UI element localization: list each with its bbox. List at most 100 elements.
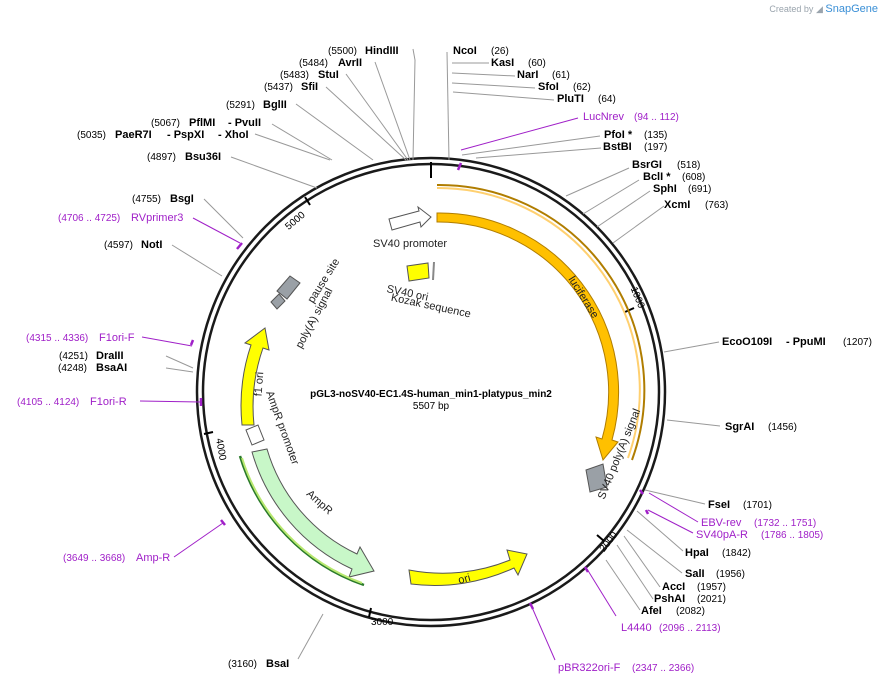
tick-marks — [203, 196, 635, 618]
luciferase-outer-track — [436, 183, 646, 461]
enzyme-pos-bglii: (5291) — [226, 100, 255, 111]
enzyme-pos-bsai: (3160) — [228, 659, 257, 670]
enzyme-name-hindiii[interactable]: HindIII — [365, 45, 399, 57]
ori-label: ori — [457, 572, 472, 587]
enzyme-name-stui[interactable]: StuI — [318, 69, 339, 81]
enzyme-pos-pshai: (2021) — [697, 594, 726, 605]
sv40-promoter-label: SV40 promoter — [373, 238, 447, 250]
enzyme-name-xcmi[interactable]: XcmI — [664, 199, 690, 211]
enzyme-pos-draiii: (4251) — [59, 351, 88, 362]
ampr-outer-halo — [241, 457, 363, 584]
enzyme-name-pspxi[interactable]: - PspXI — [167, 129, 204, 141]
primer-leader-lines — [139, 117, 699, 661]
enzyme-leader-lines — [165, 48, 721, 660]
enzyme-pos-hpai: (1842) — [722, 548, 751, 559]
enzyme-name-kasi[interactable]: KasI — [491, 57, 514, 69]
created-by-text: Created by — [769, 4, 814, 14]
tick-label-5000: 5000 — [283, 210, 307, 233]
ori-feature[interactable] — [408, 549, 528, 586]
enzyme-name-ppumi[interactable]: - PpuMI — [786, 336, 826, 348]
enzyme-pos-bsaai: (4248) — [58, 363, 87, 374]
plasmid-name: pGL3-noSV40-EC1.4S-human_min1-platypus_m… — [310, 389, 552, 400]
enzyme-name-pvuii[interactable]: - PvuII — [228, 117, 261, 129]
enzyme-name-draiii[interactable]: DraIII — [96, 350, 124, 362]
enzyme-name-pfoi[interactable]: PfoI * — [604, 129, 633, 141]
enzyme-name-bsu36i[interactable]: Bsu36I — [185, 151, 221, 163]
enzyme-name-bsrgi[interactable]: BsrGI — [632, 159, 662, 171]
enzyme-pos-kasi: (60) — [528, 58, 546, 69]
primer-range-f1ori-r: (4105 .. 4124) — [17, 397, 79, 408]
enzyme-pos-pflmi: (5067) — [151, 118, 180, 129]
enzyme-name-paer7i[interactable]: PaeR7I — [115, 129, 152, 141]
enzyme-name-xhoi[interactable]: - XhoI — [218, 129, 249, 141]
primer-name-amp-r[interactable]: Amp-R — [136, 552, 170, 564]
enzyme-name-sgrai[interactable]: SgrAI — [725, 421, 754, 433]
tick-label-3000: 3000 — [371, 617, 394, 628]
snapgene-logo-icon: ◢ — [815, 4, 823, 14]
primer-name-lucnrev[interactable]: LucNrev — [583, 111, 624, 123]
ampr-promoter-feature[interactable] — [245, 424, 265, 446]
primer-range-ebv-rev: (1732 .. 1751) — [754, 518, 816, 529]
luciferase-label: luciferase — [566, 274, 601, 320]
backbone-outer — [195, 156, 667, 628]
primer-name-ebv-rev[interactable]: EBV-rev — [701, 517, 742, 529]
enzyme-pos-noti: (4597) — [104, 240, 133, 251]
ampr-outer-track — [238, 455, 365, 587]
ampr-label: AmpR — [304, 488, 335, 517]
primer-name-rvprimer3[interactable]: RVprimer3 — [131, 212, 183, 224]
primer-name-f1ori-r[interactable]: F1ori-R — [90, 396, 127, 408]
primer-marks — [189, 162, 650, 610]
polya-signal-feature[interactable] — [270, 293, 286, 310]
enzyme-pos-afei: (2082) — [676, 606, 705, 617]
primer-name-f1ori-f[interactable]: F1ori-F — [99, 332, 135, 344]
enzyme-pos-avrii: (5484) — [299, 58, 328, 69]
enzyme-pos-stui: (5483) — [280, 70, 309, 81]
enzyme-pos-sfii: (5437) — [264, 82, 293, 93]
enzyme-name-sfoi[interactable]: SfoI — [538, 81, 559, 93]
enzyme-name-hpai[interactable]: HpaI — [685, 547, 709, 559]
primer-range-rvprimer3: (4706 .. 4725) — [58, 213, 120, 224]
enzyme-name-sphi[interactable]: SphI — [653, 183, 677, 195]
pause-site-feature[interactable] — [276, 275, 301, 300]
enzyme-name-nari[interactable]: NarI — [517, 69, 538, 81]
f1-ori-label: f1 ori — [253, 372, 267, 397]
enzyme-name-sali[interactable]: SalI — [685, 568, 705, 580]
enzyme-pos-xcmi: (763) — [705, 200, 728, 211]
primer-name-sv40pa-r[interactable]: SV40pA-R — [696, 529, 748, 541]
enzyme-name-bstbi[interactable]: BstBI — [603, 141, 632, 153]
enzyme-name-avrii[interactable]: AvrII — [338, 57, 362, 69]
enzyme-name-acci[interactable]: AccI — [662, 581, 685, 593]
sv40-polya-feature[interactable] — [585, 463, 608, 493]
enzyme-name-ncoi[interactable]: NcoI — [453, 45, 477, 57]
enzyme-pos-fsei: (1701) — [743, 500, 772, 511]
enzyme-pos-bcli: (608) — [682, 172, 705, 183]
enzyme-pos-paer7i: (5035) — [77, 130, 106, 141]
tick-label-1000: 1000 — [628, 285, 647, 310]
tick-label-4000: 4000 — [213, 437, 228, 461]
enzyme-name-bcli[interactable]: BclI * — [643, 171, 671, 183]
enzyme-name-fsei[interactable]: FseI — [708, 499, 730, 511]
enzyme-name-ecoo109i[interactable]: EcoO109I — [722, 336, 772, 348]
enzyme-name-bsgi[interactable]: BsgI — [170, 193, 194, 205]
enzyme-pos-bsu36i: (4897) — [147, 152, 176, 163]
f1-ori-feature[interactable] — [240, 327, 270, 426]
primer-range-pbr322ori-f: (2347 .. 2366) — [632, 663, 694, 674]
kozak-feature — [432, 261, 435, 281]
enzyme-name-bsai[interactable]: BsaI — [266, 658, 289, 670]
enzyme-name-pluti[interactable]: PluTI — [557, 93, 584, 105]
enzyme-name-pflmi[interactable]: PflMI — [189, 117, 215, 129]
sv40-ori-feature[interactable] — [406, 262, 430, 282]
primer-range-l4440: (2096 .. 2113) — [659, 623, 721, 634]
enzyme-name-sfii[interactable]: SfiI — [301, 81, 318, 93]
sv40-promoter-feature[interactable] — [388, 205, 432, 231]
primer-name-l4440[interactable]: L4440 — [621, 622, 652, 634]
primer-range-sv40pa-r: (1786 .. 1805) — [761, 530, 823, 541]
enzyme-name-afei[interactable]: AfeI — [641, 605, 662, 617]
enzyme-name-bglii[interactable]: BglII — [263, 99, 287, 111]
enzyme-name-pshai[interactable]: PshAI — [654, 593, 685, 605]
enzyme-name-noti[interactable]: NotI — [141, 239, 162, 251]
luciferase-feature[interactable] — [436, 212, 620, 462]
primer-name-pbr322ori-f[interactable]: pBR322ori-F — [558, 662, 621, 674]
ampr-feature[interactable] — [251, 448, 375, 578]
enzyme-name-bsaai[interactable]: BsaAI — [96, 362, 127, 374]
